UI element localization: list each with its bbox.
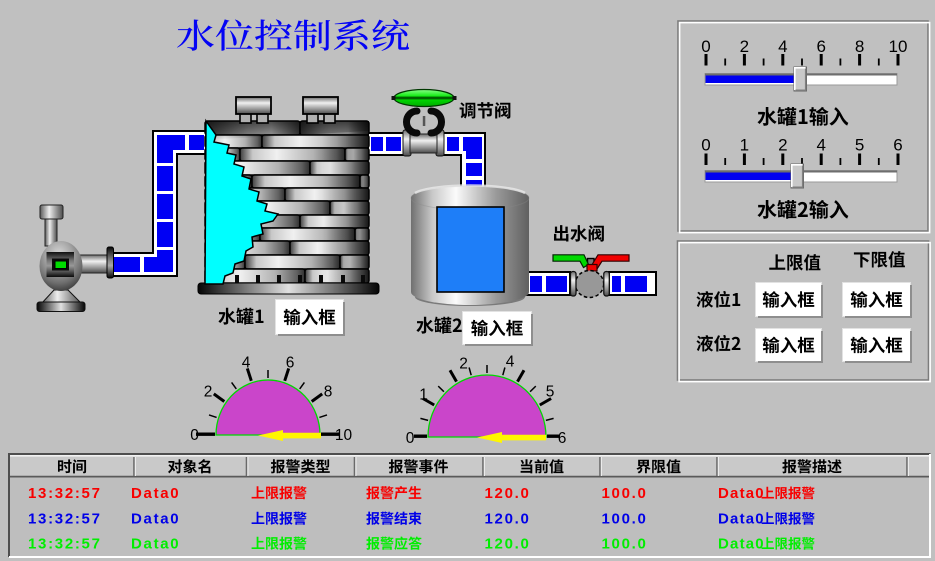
svg-text:4: 4: [778, 37, 787, 56]
svg-text:1: 1: [419, 387, 428, 404]
svg-text:0: 0: [701, 37, 710, 56]
svg-text:1: 1: [740, 136, 749, 155]
svg-text:0: 0: [190, 427, 199, 444]
svg-text:Data0: Data0: [718, 536, 765, 553]
svg-text:10: 10: [335, 427, 353, 444]
svg-text:10: 10: [889, 37, 908, 56]
svg-text:2: 2: [204, 384, 213, 401]
svg-text:Data0: Data0: [718, 511, 765, 528]
svg-text:100.0: 100.0: [602, 511, 648, 528]
svg-text:5: 5: [546, 384, 555, 401]
svg-text:6: 6: [286, 355, 295, 372]
svg-text:120.0: 120.0: [485, 536, 531, 553]
svg-text:120.0: 120.0: [485, 485, 531, 502]
svg-text:Data0: Data0: [131, 511, 180, 528]
svg-text:100.0: 100.0: [602, 485, 648, 502]
svg-text:6: 6: [893, 136, 902, 155]
svg-text:0: 0: [701, 136, 710, 155]
svg-text:Data0: Data0: [131, 485, 180, 502]
svg-text:4: 4: [816, 136, 825, 155]
svg-text:4: 4: [506, 354, 515, 371]
svg-text:6: 6: [816, 37, 825, 56]
svg-text:4: 4: [242, 355, 251, 372]
svg-text:Data0: Data0: [131, 536, 180, 553]
svg-text:2: 2: [740, 37, 749, 56]
svg-text:100.0: 100.0: [602, 536, 648, 553]
svg-text:2: 2: [778, 136, 787, 155]
svg-text:5: 5: [855, 136, 864, 155]
svg-text:13:32:57: 13:32:57: [28, 485, 102, 502]
svg-text:0: 0: [406, 430, 415, 447]
svg-text:8: 8: [855, 37, 864, 56]
svg-text:2: 2: [459, 356, 468, 373]
svg-text:13:32:57: 13:32:57: [28, 511, 102, 528]
svg-text:6: 6: [558, 430, 567, 447]
svg-text:120.0: 120.0: [485, 511, 531, 528]
svg-text:13:32:57: 13:32:57: [28, 536, 102, 553]
svg-text:Data0: Data0: [718, 485, 765, 502]
svg-text:8: 8: [324, 384, 333, 401]
